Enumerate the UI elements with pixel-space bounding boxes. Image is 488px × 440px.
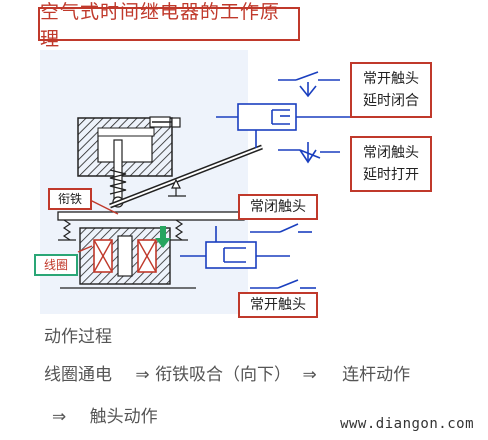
site-watermark: www.diangon.com — [340, 416, 474, 432]
label-nc-contact-text: 常闭触头 — [250, 199, 306, 215]
process-arrow-3: ⇒ — [52, 407, 67, 427]
label-no-contact: 常开触头 — [238, 292, 318, 318]
leader-lines — [77, 199, 119, 253]
label-nc-contact: 常闭触头 — [238, 194, 318, 220]
process-line-2: ⇒ 触头动作 — [52, 402, 158, 427]
delayed-contact-assembly — [216, 71, 350, 164]
lever — [109, 144, 263, 209]
label-armature-text: 衔铁 — [57, 192, 82, 206]
label-no-delay-close-line2: 延时闭合 — [363, 93, 419, 109]
label-coil: 线圈 — [34, 254, 78, 276]
process-step-contact: 触头动作 — [89, 407, 158, 427]
process-step-armature: 衔铁吸合（向下） — [155, 365, 292, 385]
label-no-delay-close-line1: 常开触头 — [363, 71, 419, 87]
downward-arrow-icon — [155, 226, 171, 248]
label-armature: 衔铁 — [48, 188, 92, 210]
process-step-linkage: 连杆动作 — [342, 365, 411, 385]
process-arrow-1: ⇒ — [135, 365, 150, 385]
label-nc-delay-open-line1: 常闭触头 — [363, 145, 419, 161]
air-chamber — [77, 116, 181, 177]
process-step-coil-energized: 线圈通电 — [44, 365, 112, 385]
label-no-contact-text: 常开触头 — [250, 297, 306, 313]
coil-core — [60, 227, 196, 289]
label-coil-text: 线圈 — [43, 258, 68, 272]
process-line-1: 线圈通电 ⇒ 衔铁吸合（向下） ⇒ 连杆动作 — [44, 360, 410, 385]
label-nc-delay-open: 常闭触头 延时打开 — [350, 136, 432, 192]
label-no-delay-close: 常开触头 延时闭合 — [350, 62, 432, 118]
diagram-title: 空气式时间继电器的工作原理 — [38, 1, 300, 50]
label-nc-delay-open-line2: 延时打开 — [363, 167, 419, 183]
process-arrow-2: ⇒ — [302, 365, 317, 385]
instant-contact-assembly — [180, 223, 316, 289]
process-heading: 动作过程 — [44, 327, 112, 347]
